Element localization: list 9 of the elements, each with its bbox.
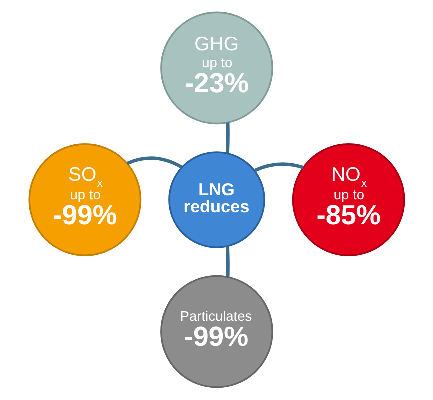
node-circle: GHG up to -23% xyxy=(160,12,273,125)
node-circle: SO$_{x}$ up to -99% xyxy=(28,144,142,256)
node-circle: LNG reduces xyxy=(168,152,265,248)
node-circle: Particulates -99% xyxy=(160,275,273,388)
node-circle: NO$_{x}$ up to -85% xyxy=(292,144,405,256)
connector xyxy=(254,162,304,172)
connector xyxy=(226,122,230,154)
connector xyxy=(226,246,230,278)
connector xyxy=(126,156,182,169)
